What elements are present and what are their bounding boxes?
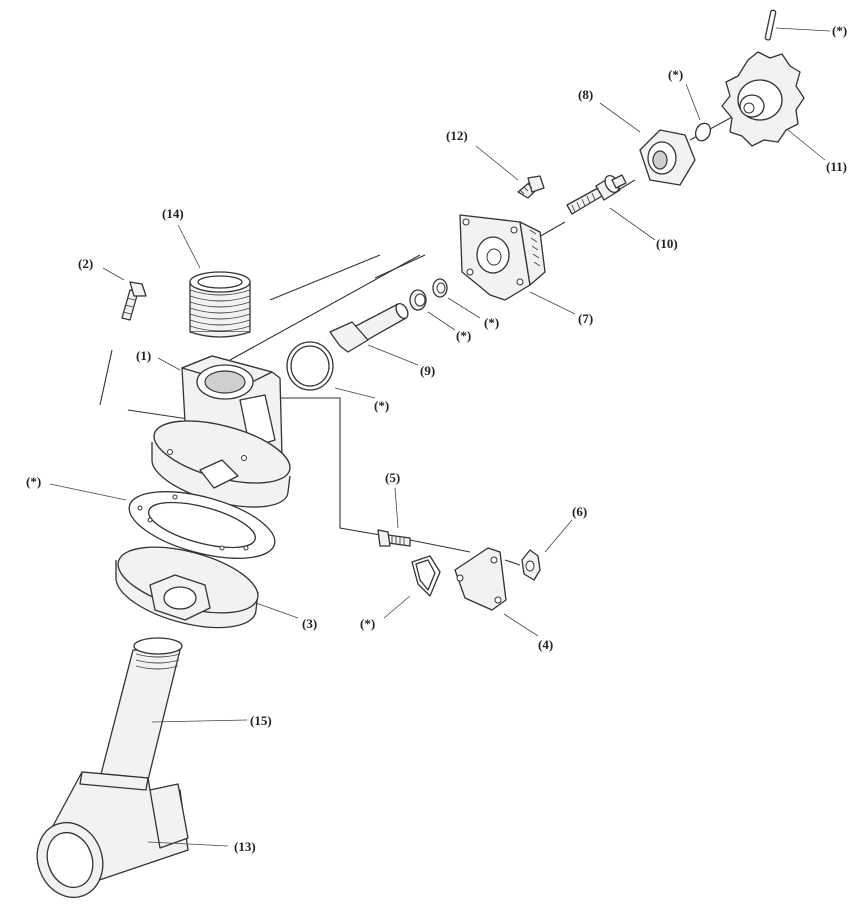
label-screw-2: (2) xyxy=(78,256,93,271)
body-flange-disc xyxy=(151,420,291,508)
label-knob-11: (11) xyxy=(826,159,847,174)
label-gasket-ring: (*) xyxy=(374,398,389,413)
label-screw-12: (12) xyxy=(446,128,468,143)
label-flange-7: (7) xyxy=(578,311,593,326)
label-wingnut-6: (6) xyxy=(572,504,587,519)
roll-pin xyxy=(764,9,777,41)
label-seal-a: (*) xyxy=(484,315,499,330)
label-bolt-5: (5) xyxy=(385,470,400,485)
large-o-ring xyxy=(286,341,334,391)
cap-screw-12 xyxy=(517,175,545,199)
leader-lines xyxy=(49,27,831,847)
cap-screw-2 xyxy=(121,281,147,321)
label-seal-b: (*) xyxy=(456,328,471,343)
flat-gasket xyxy=(128,491,276,559)
cover-plate-4 xyxy=(454,547,507,611)
wing-nut-6 xyxy=(521,549,541,581)
label-plunger-9: (9) xyxy=(420,363,435,378)
lower-flange-3 xyxy=(115,546,259,629)
label-nipple-14: (14) xyxy=(162,206,184,221)
label-body-1: (1) xyxy=(136,348,151,363)
triangular-gasket xyxy=(411,555,441,597)
label-gasket-tri: (*) xyxy=(360,616,375,631)
label-oring-top: (*) xyxy=(668,67,683,82)
plunger-9 xyxy=(329,302,409,353)
label-cover-4: (4) xyxy=(538,637,553,652)
label-nut-8: (8) xyxy=(578,87,593,102)
label-tee-13: (13) xyxy=(234,839,256,854)
tee-fitting-13 xyxy=(36,771,189,898)
label-gasket-left: (*) xyxy=(26,474,41,489)
valve-stem-10 xyxy=(566,174,627,215)
label-pipe-15: (15) xyxy=(250,713,272,728)
star-knob-11 xyxy=(721,51,805,147)
seal-washers xyxy=(409,278,448,311)
part-labels: (*) (*) (8) (11) (12) (10) (7) (*) (*) (… xyxy=(26,23,847,854)
hex-nut-8 xyxy=(639,129,696,186)
hex-bolt-5 xyxy=(377,529,411,547)
pipe-15 xyxy=(99,637,183,781)
threaded-nipple-14 xyxy=(189,271,251,338)
label-flange-3: (3) xyxy=(302,616,317,631)
label-stem-10: (10) xyxy=(656,236,678,251)
square-flange-7 xyxy=(459,214,546,301)
small-o-ring xyxy=(694,122,712,142)
label-pin-top: (*) xyxy=(832,23,847,38)
